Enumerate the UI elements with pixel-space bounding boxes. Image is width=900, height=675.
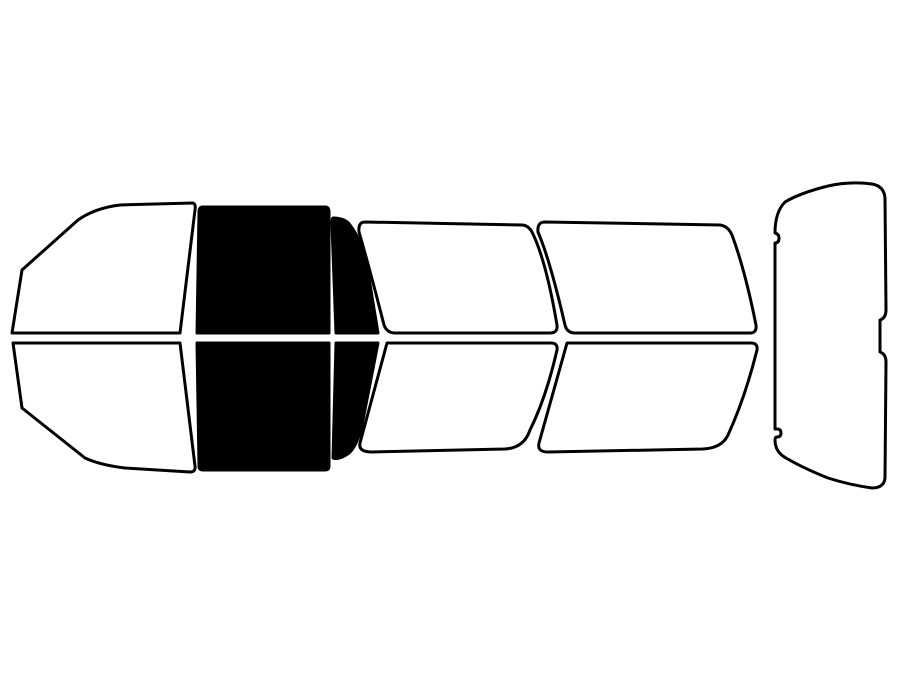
rear-window[interactable]: [773, 181, 888, 490]
cargo-window-bottom[interactable]: [537, 341, 759, 454]
windshield-bottom-half[interactable]: [11, 341, 197, 474]
front-door-window-bottom[interactable]: [195, 341, 331, 472]
rear-door-window-bottom[interactable]: [358, 341, 559, 454]
front-door-window-top[interactable]: [195, 205, 331, 335]
front-vent-window-bottom[interactable]: [331, 341, 380, 461]
rear-door-window-top[interactable]: [357, 220, 559, 335]
cargo-window-top[interactable]: [536, 220, 758, 335]
windshield-top-half[interactable]: [10, 201, 197, 335]
